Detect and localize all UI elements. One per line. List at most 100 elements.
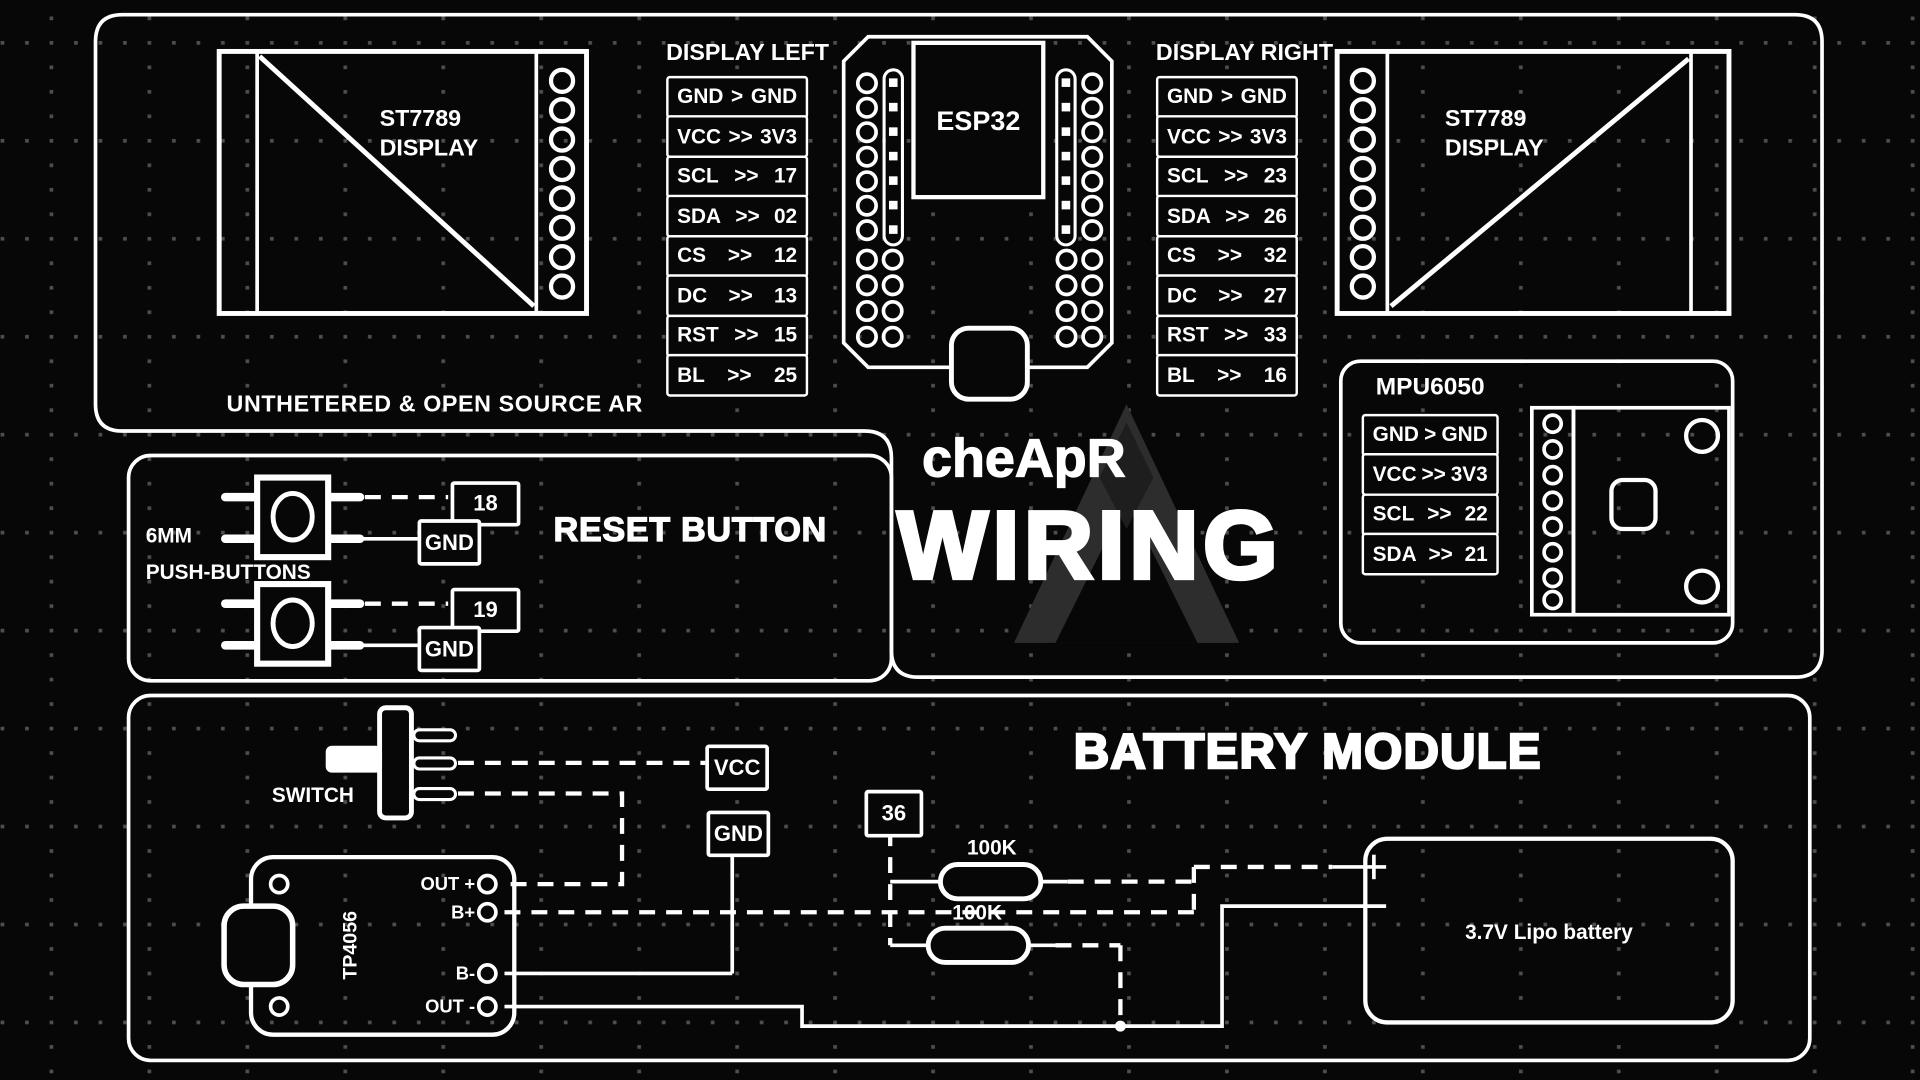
resistor-2-label: 100K bbox=[952, 901, 1003, 925]
tp4056-pin-out-plus: OUT + bbox=[420, 874, 476, 896]
pin-name: CS bbox=[677, 243, 707, 267]
tagline: UNTHETERED & OPEN SOURCE AR bbox=[226, 391, 643, 418]
pin-row: SCL>>22 bbox=[1361, 492, 1499, 536]
pin-name: SCL bbox=[677, 164, 719, 188]
pin-arrow: >> bbox=[1427, 502, 1452, 526]
pin-target: 17 bbox=[773, 164, 798, 188]
gpio-box-36: 36 bbox=[864, 789, 924, 838]
resistor-1 bbox=[937, 862, 1044, 902]
display-left-board bbox=[216, 48, 589, 316]
pin-row: GND>GND bbox=[1155, 75, 1298, 119]
pin-row: VCC>> 3V3 bbox=[666, 115, 809, 158]
gpio-box-19: 19 bbox=[450, 587, 521, 634]
pin-target: 12 bbox=[773, 243, 798, 267]
pin-row: SCL >> 23 bbox=[1155, 154, 1298, 198]
pin-target: GND bbox=[1240, 84, 1287, 108]
tp4056-pin-b-plus: B+ bbox=[451, 902, 476, 924]
pin-name: DC bbox=[1166, 283, 1198, 307]
pin-arrow: >> bbox=[1218, 124, 1243, 148]
mpu6050-board bbox=[1530, 405, 1731, 617]
pin-name: SCL bbox=[1166, 164, 1209, 188]
brand-name: cheApR bbox=[921, 428, 1126, 489]
pin-target: 26 bbox=[1263, 203, 1287, 228]
pin-name: DC bbox=[677, 283, 708, 307]
esp32-shield bbox=[911, 40, 1046, 200]
display-right-board bbox=[1334, 48, 1732, 316]
pin-arrow: > bbox=[1424, 422, 1437, 446]
pin-target: 27 bbox=[1263, 283, 1287, 307]
pin-row: DC >> 13 bbox=[666, 274, 809, 318]
pin-arrow: >> bbox=[727, 243, 753, 267]
pin-target: 32 bbox=[1263, 243, 1287, 267]
push-buttons-label-line2: PUSH-BUTTONS bbox=[145, 560, 311, 585]
pin-arrow: >> bbox=[1225, 203, 1250, 228]
display-left-pin-table: DISPLAY LEFT GND>GND VCC>>3V3 SCL>>17 SD… bbox=[666, 40, 830, 397]
tp4056-board bbox=[221, 855, 517, 1037]
pin-target: 3V3 bbox=[1249, 124, 1287, 148]
display-left-pins bbox=[548, 67, 576, 300]
reset-section-title: RESET BUTTON bbox=[553, 510, 827, 549]
pin-name: SDA bbox=[1372, 541, 1417, 566]
pin-row: RST >> 33 bbox=[1155, 314, 1298, 357]
pin-row: GND>GND bbox=[1361, 413, 1499, 457]
display-left-name: ST7789 DISPLAY bbox=[380, 105, 479, 164]
gnd-box-2: GND bbox=[417, 625, 482, 673]
esp32-usb-port bbox=[948, 325, 1030, 402]
pin-arrow: >> bbox=[1217, 243, 1242, 267]
switch-handle bbox=[325, 745, 383, 773]
pin-arrow: >> bbox=[1224, 323, 1249, 347]
pin-name: BL bbox=[1166, 363, 1195, 387]
pin-target: 13 bbox=[773, 283, 798, 307]
pin-row: SDA>>02 bbox=[666, 194, 809, 238]
tp4056-label: TP4056 bbox=[340, 911, 362, 980]
push-button-2 bbox=[221, 581, 365, 667]
pin-target: 33 bbox=[1263, 323, 1287, 347]
display-left-name-line1: ST7789 bbox=[379, 106, 462, 133]
table-title: DISPLAY RIGHT bbox=[1155, 40, 1334, 67]
pin-row: BL>>25 bbox=[666, 353, 809, 397]
pin-name: GND bbox=[1166, 84, 1214, 108]
page-title: WIRING bbox=[895, 489, 1283, 601]
pin-row: BL>>16 bbox=[1155, 353, 1298, 397]
battery-section-title: BATTERY MODULE bbox=[1073, 724, 1542, 780]
pin-row: DC >> 27 bbox=[1155, 274, 1298, 318]
gnd-box-1: GND bbox=[417, 519, 482, 566]
pin-target: 02 bbox=[773, 203, 798, 228]
pin-name: SDA bbox=[1166, 203, 1211, 228]
pin-row: RST>>15 bbox=[666, 314, 809, 357]
pin-name: RST bbox=[1166, 323, 1209, 347]
gnd-box-battery: GND bbox=[706, 810, 771, 858]
resistor-2 bbox=[925, 925, 1032, 965]
panel-borders bbox=[93, 12, 1824, 1063]
display-right-pin-table: DISPLAY RIGHT GND>GND VCC>>3V3 SCL>>23 S… bbox=[1155, 40, 1334, 397]
pin-row: SCL>>17 bbox=[666, 154, 809, 198]
pin-arrow: >> bbox=[727, 363, 752, 387]
pin-target: 22 bbox=[1464, 502, 1488, 526]
pin-target: 3V3 bbox=[760, 124, 798, 148]
esp32-board bbox=[841, 34, 1114, 402]
pin-target: 23 bbox=[1263, 164, 1287, 188]
pin-arrow: > bbox=[731, 84, 744, 108]
vcc-box: VCC bbox=[705, 744, 769, 792]
table-title: DISPLAY LEFT bbox=[666, 40, 830, 67]
pin-name: VCC bbox=[677, 124, 722, 148]
pin-target: GND bbox=[750, 84, 798, 108]
pin-arrow: >> bbox=[1218, 283, 1243, 307]
pin-row: GND>GND bbox=[666, 75, 809, 119]
display-right-name-line1: ST7789 bbox=[1444, 106, 1527, 133]
wire-junction-dot bbox=[1114, 1020, 1126, 1032]
mpu6050-pin-table: GND>GND VCC>>3V3 SCL>>22 SDA>>21 bbox=[1361, 413, 1499, 576]
pin-arrow: >> bbox=[728, 283, 753, 307]
pin-arrow: >> bbox=[1428, 541, 1453, 566]
pin-arrow: >> bbox=[1224, 164, 1249, 188]
pin-arrow: >> bbox=[728, 124, 753, 148]
mpu-panel-border bbox=[1338, 359, 1735, 645]
tp4056-pin-out-minus: OUT - bbox=[425, 996, 476, 1018]
pin-target: 16 bbox=[1263, 363, 1287, 387]
reset-panel-border bbox=[126, 453, 894, 683]
switch-label: SWITCH bbox=[271, 783, 354, 807]
pin-arrow: >> bbox=[1421, 462, 1446, 486]
mpu-chip bbox=[1609, 477, 1658, 532]
